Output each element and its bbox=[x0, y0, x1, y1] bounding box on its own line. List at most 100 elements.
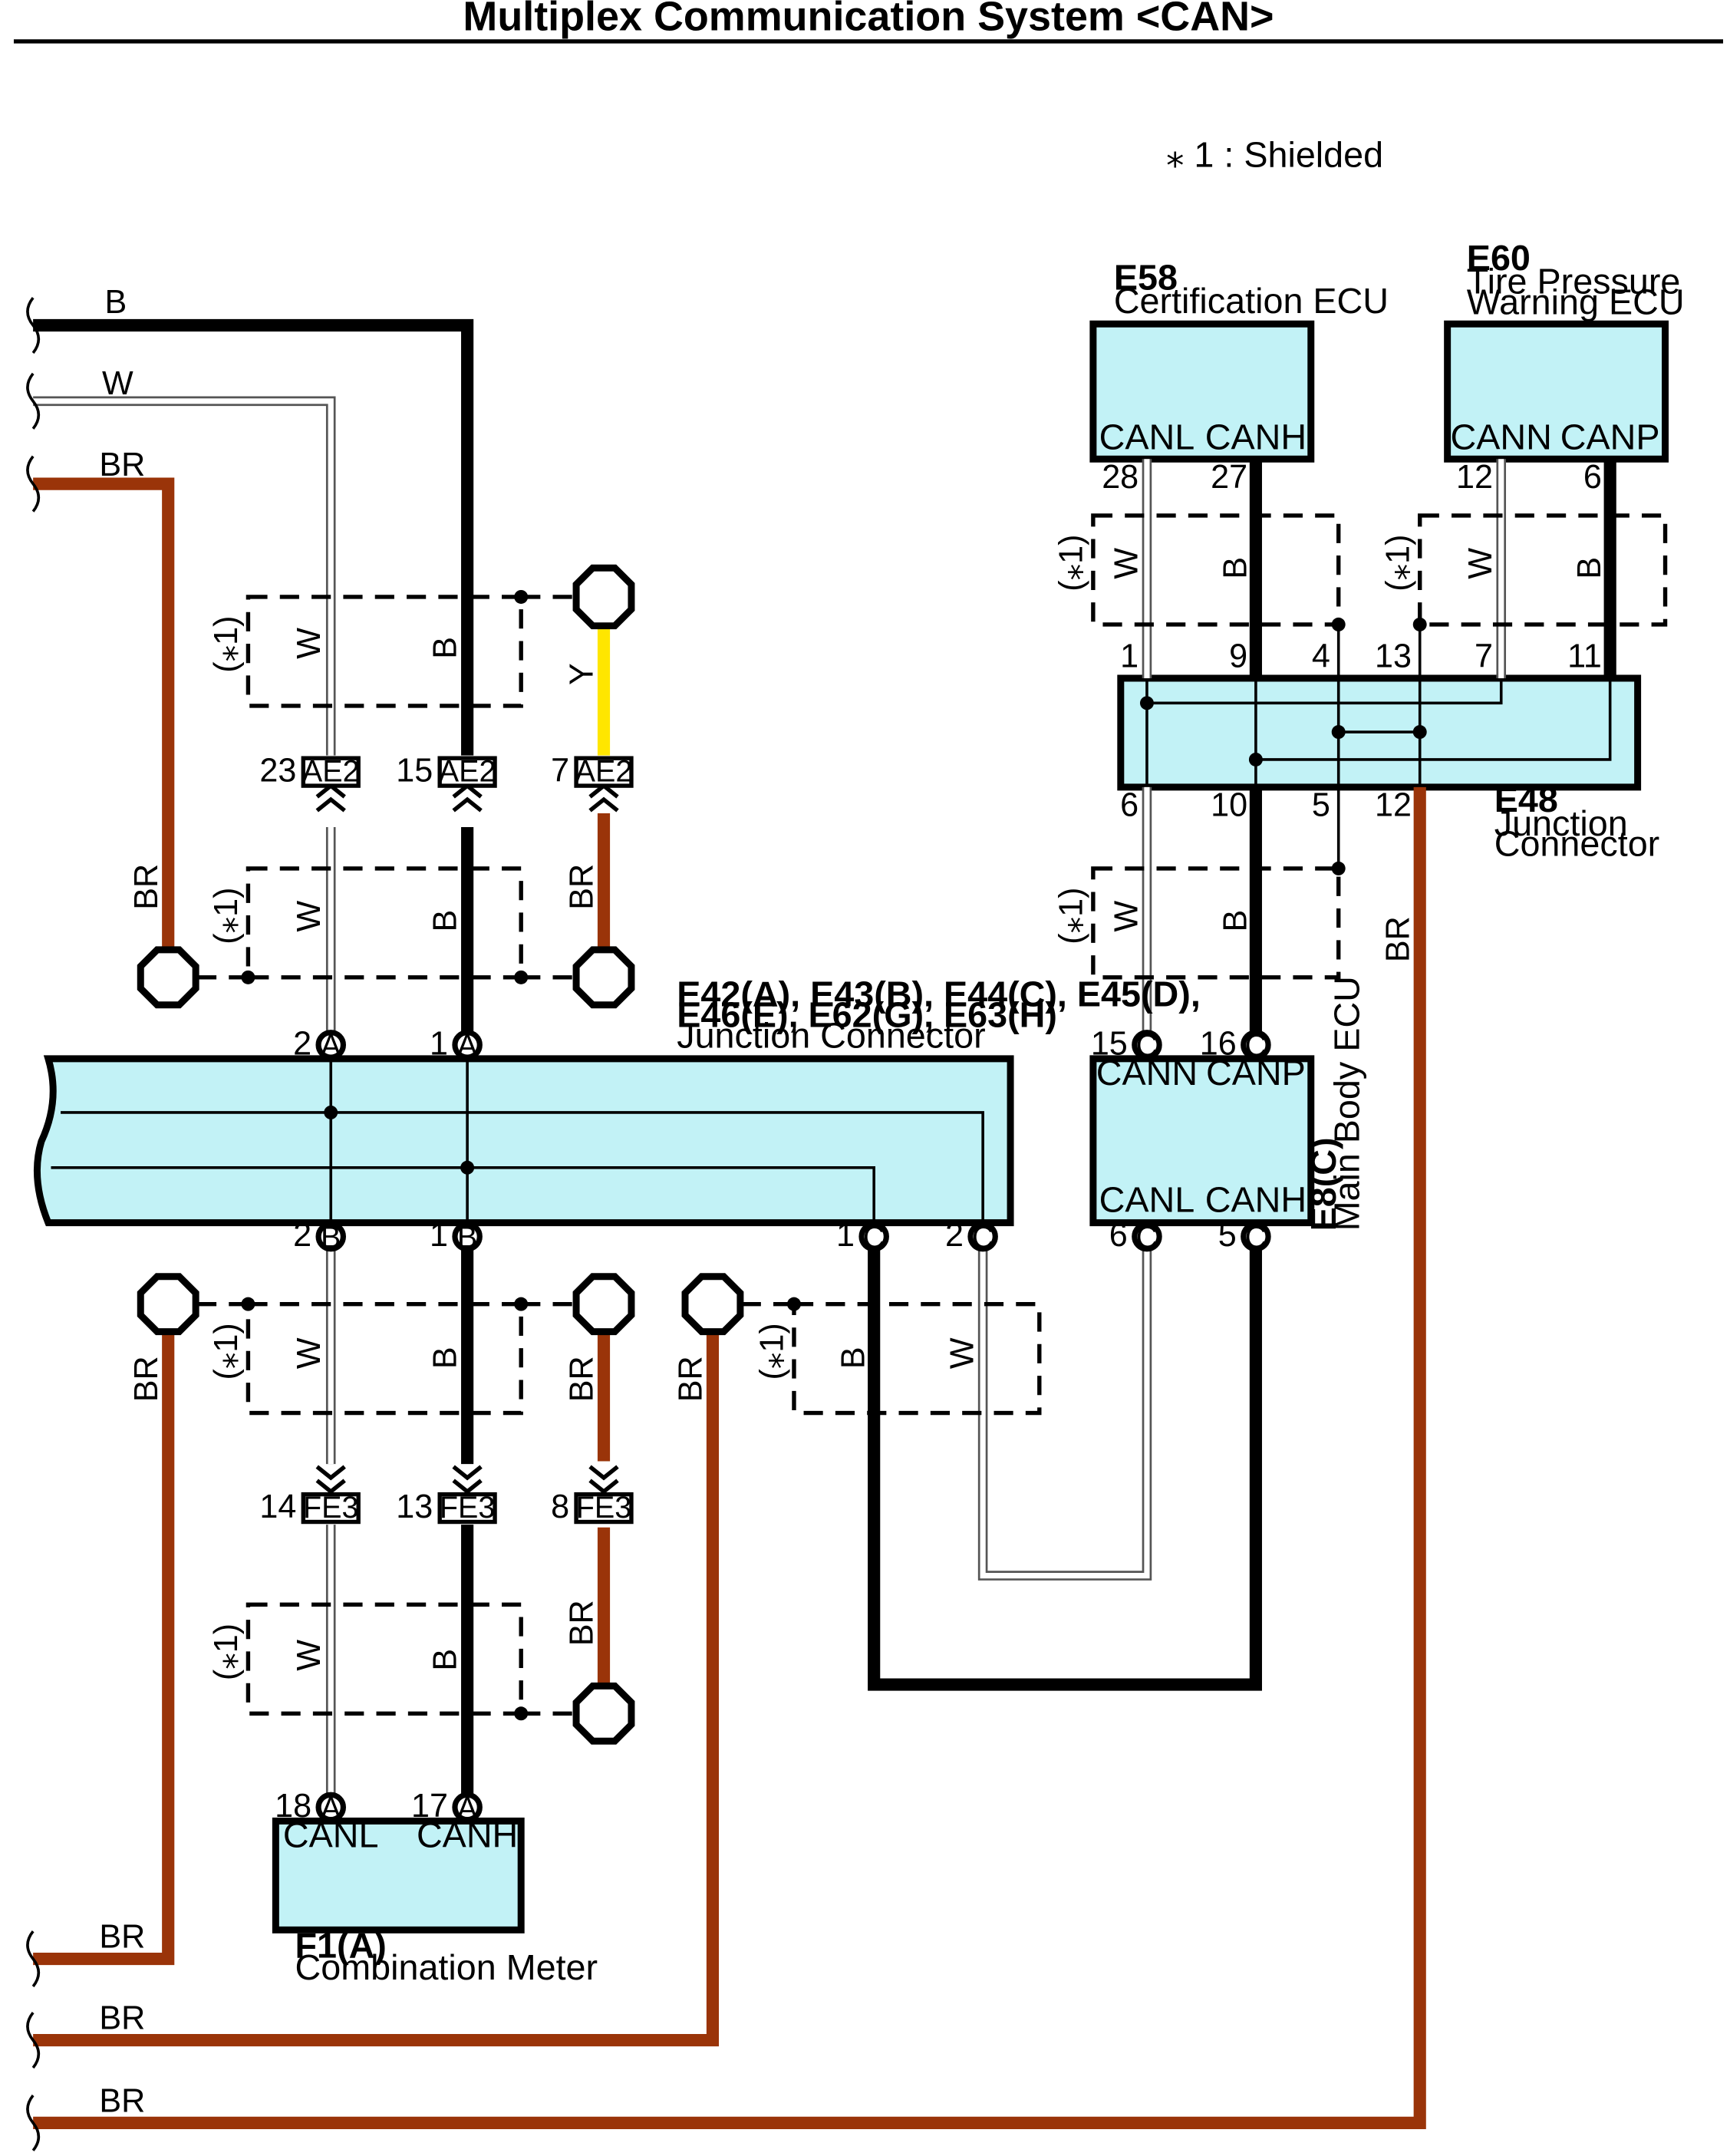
fe3-pin-number: 13 bbox=[396, 1488, 433, 1525]
pin-number: 2 bbox=[293, 1025, 311, 1062]
wire-label-w: W bbox=[1108, 901, 1145, 932]
wire-label-b: B bbox=[427, 637, 464, 659]
shield-label: (⁎1) bbox=[1053, 887, 1089, 944]
pin-number: 6 bbox=[1120, 787, 1139, 824]
f1-pin-canh: CANH bbox=[417, 1815, 518, 1855]
pin-number: 13 bbox=[1375, 638, 1412, 675]
wire-label-br: BR bbox=[673, 1356, 710, 1402]
pin-circles bbox=[315, 1030, 1271, 1823]
ae2-label: AE2 bbox=[575, 755, 633, 789]
wire-label-w: W bbox=[1462, 548, 1499, 579]
w-wires bbox=[33, 396, 1507, 1797]
wire-label-br: BR bbox=[128, 864, 165, 910]
pin-letter: B bbox=[457, 1221, 477, 1254]
wire-label-br: BR bbox=[564, 864, 601, 910]
wire-label-b: B bbox=[427, 1347, 464, 1369]
wire-label-br: BR bbox=[99, 1919, 145, 1956]
wire-label-b: B bbox=[427, 910, 464, 932]
pin-letter: A bbox=[321, 1029, 341, 1063]
junction-node bbox=[1139, 696, 1154, 710]
f1-name: Combination Meter bbox=[295, 1947, 598, 1987]
wire-label-br: BR bbox=[128, 1356, 165, 1402]
wire-label-br: BR bbox=[1379, 916, 1416, 962]
main-body-ecu-box bbox=[1089, 1055, 1315, 1227]
pin-number: 18 bbox=[275, 1788, 311, 1825]
junction-node bbox=[1412, 725, 1427, 740]
e48-name: Junction bbox=[1494, 803, 1628, 843]
pin-letter: C bbox=[1136, 1221, 1158, 1254]
pin-letter: C bbox=[972, 1221, 994, 1254]
shield-label: (⁎1) bbox=[208, 1624, 245, 1680]
pin-number: 1 bbox=[430, 1217, 448, 1254]
pin-letter: C bbox=[1136, 1029, 1158, 1063]
pin-letter: C bbox=[1245, 1221, 1267, 1254]
fe3-label: FE3 bbox=[303, 1491, 358, 1525]
pin-number: 2 bbox=[945, 1217, 964, 1254]
junction-name: Junction Connector bbox=[677, 1015, 985, 1055]
e58-code: E58 bbox=[1114, 257, 1178, 297]
fe3-pin-number: 14 bbox=[259, 1488, 296, 1525]
shield-labels: (⁎1) (⁎1) (⁎1) (⁎1) (⁎1) (⁎1) (⁎1) (⁎1) bbox=[208, 535, 1416, 1681]
pin-number: 6 bbox=[1583, 459, 1602, 496]
ae2-pin-number: 15 bbox=[396, 753, 433, 790]
junction-internal-lines bbox=[51, 1058, 984, 1223]
wire-label-br: BR bbox=[99, 2000, 145, 2037]
shield-label: (⁎1) bbox=[208, 616, 245, 673]
wire-label-w: W bbox=[944, 1337, 981, 1369]
diagram-title: Multiplex Communication System <CAN> bbox=[463, 0, 1274, 40]
shield-boxes bbox=[245, 513, 1668, 1716]
wire-label-b: B bbox=[427, 1649, 464, 1671]
pin-letter: C bbox=[1245, 1029, 1267, 1063]
fe3-pin-number: 8 bbox=[551, 1488, 569, 1525]
pin-number: 7 bbox=[1475, 638, 1493, 675]
e60-pin-canp: CANP bbox=[1560, 417, 1660, 457]
junction-node bbox=[460, 1160, 475, 1175]
e60-name-line2: Warning ECU bbox=[1467, 282, 1685, 322]
pin-number: 6 bbox=[1109, 1217, 1128, 1254]
fe3-connectors bbox=[301, 1465, 634, 1525]
shield-label: (⁎1) bbox=[1379, 535, 1416, 592]
pin-number: 16 bbox=[1200, 1025, 1237, 1062]
wire-label-w: W bbox=[291, 1337, 328, 1369]
pin-number: 12 bbox=[1375, 787, 1412, 824]
br-wires bbox=[33, 477, 1426, 2129]
pin-number: 1 bbox=[1120, 638, 1139, 675]
fe3-label: FE3 bbox=[576, 1491, 631, 1525]
certification-ecu-box bbox=[1089, 320, 1315, 463]
ae2-pin-number: 23 bbox=[259, 753, 296, 790]
e8-pin-canh: CANH bbox=[1205, 1179, 1307, 1219]
pin-number: 28 bbox=[1102, 459, 1139, 496]
wire-label-b: B bbox=[835, 1347, 872, 1369]
e8-pin-cann: CANN bbox=[1096, 1053, 1198, 1093]
wire-label-w: W bbox=[1108, 548, 1145, 579]
pin-number: 5 bbox=[1312, 787, 1330, 824]
pin-number: 5 bbox=[1218, 1217, 1237, 1254]
fe3-label: FE3 bbox=[440, 1491, 495, 1525]
pin-number: 1 bbox=[836, 1217, 855, 1254]
pin-letter: B bbox=[321, 1221, 341, 1254]
wire-label-b: B bbox=[1217, 557, 1254, 579]
shield-label: (⁎1) bbox=[1053, 535, 1089, 592]
wire-label-br: BR bbox=[99, 2083, 145, 2120]
e58-name: Certification ECU bbox=[1114, 281, 1389, 321]
shield-label: (⁎1) bbox=[754, 1323, 791, 1380]
ground-points bbox=[137, 564, 744, 1745]
wire-label-y: Y bbox=[564, 663, 601, 685]
wire-label-br: BR bbox=[564, 1600, 601, 1646]
e60-name: Tire Pressure bbox=[1467, 262, 1681, 302]
e60-code: E60 bbox=[1467, 238, 1531, 278]
combination-meter-box bbox=[272, 1817, 525, 1933]
pin-number: 9 bbox=[1229, 638, 1247, 675]
e48-name-line2: Connector bbox=[1494, 824, 1659, 864]
e58-pin-canh: CANH bbox=[1205, 417, 1307, 457]
pin-letter: C bbox=[863, 1221, 885, 1254]
ae2-pin-number: 7 bbox=[551, 753, 569, 790]
wire-label-w: W bbox=[102, 365, 133, 402]
wire-label-br: BR bbox=[99, 447, 145, 483]
pin-number: 12 bbox=[1456, 459, 1493, 496]
junction-node bbox=[1248, 752, 1263, 766]
wire-label-b: B bbox=[105, 284, 127, 321]
pin-number: 27 bbox=[1211, 459, 1247, 496]
wire-label-br: BR bbox=[564, 1356, 601, 1402]
junction-code-line2: E46(E), E62(G), E63(H) bbox=[677, 995, 1057, 1035]
